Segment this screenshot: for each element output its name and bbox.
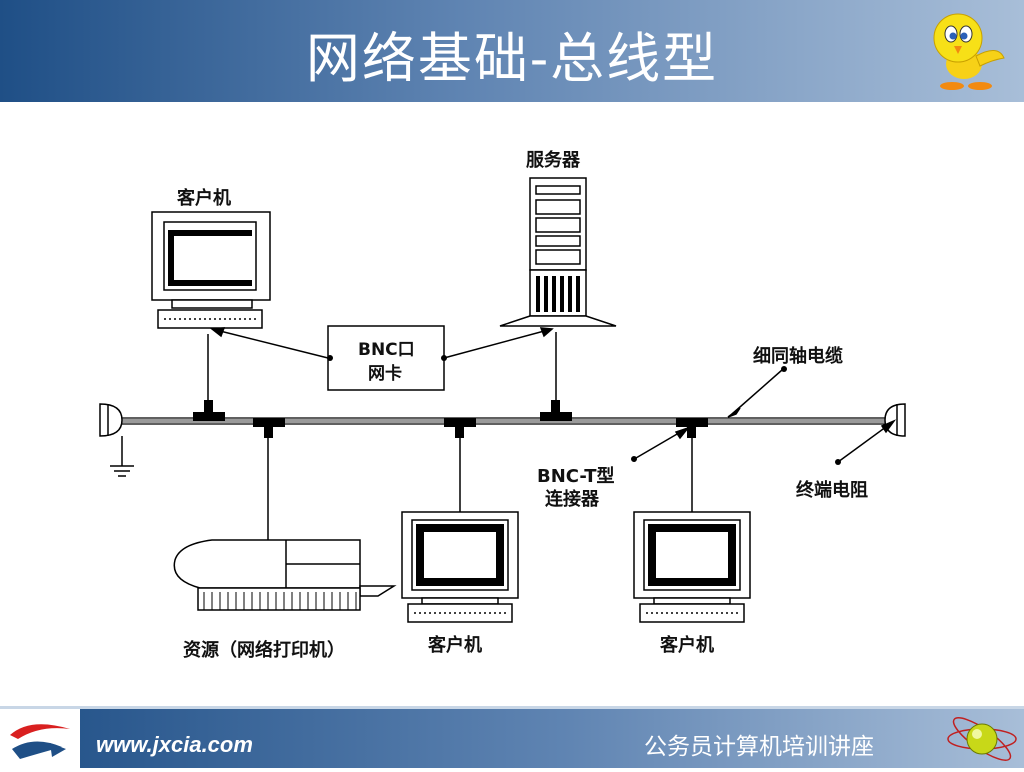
nic-box [327, 325, 445, 391]
label-terminator: 终端电阻 [796, 480, 868, 501]
footer-course-title: 公务员计算机培训讲座 [644, 734, 874, 760]
t-connectors [193, 400, 708, 438]
coax-bus-cable [122, 417, 893, 425]
label-client-middle: 客户机 [428, 635, 482, 656]
client-computer-right [633, 511, 751, 623]
atom-globe-icon [947, 717, 1017, 761]
label-client-top: 客户机 [177, 188, 231, 209]
logo-icon [0, 709, 80, 768]
label-t-connector-line2: 连接器 [545, 489, 599, 510]
footer-url-link[interactable]: www.jxcia.com [96, 732, 253, 757]
server-computer [499, 177, 617, 327]
label-server: 服务器 [526, 150, 580, 171]
label-client-right: 客户机 [660, 635, 714, 656]
label-t-connector-line1: BNC-T型 [537, 466, 615, 487]
network-printer [173, 539, 397, 611]
label-printer: 资源（网络打印机） [183, 640, 345, 661]
label-nic-line2: 网卡 [368, 364, 402, 384]
footer-bar: www.jxcia.com 公务员计算机培训讲座 [0, 706, 1024, 768]
cartoon-bird-icon [933, 13, 1005, 90]
label-nic-line1: BNC口 [358, 340, 415, 360]
slide-title: 网络基础-总线型 [305, 27, 719, 90]
left-terminator [99, 403, 134, 477]
bus-topology-diagram [99, 177, 906, 623]
label-coax: 细同轴电缆 [753, 346, 843, 367]
header-bar: 网络基础-总线型 [0, 0, 1024, 102]
client-computer-middle [401, 511, 519, 623]
client-computer-top [151, 211, 271, 329]
